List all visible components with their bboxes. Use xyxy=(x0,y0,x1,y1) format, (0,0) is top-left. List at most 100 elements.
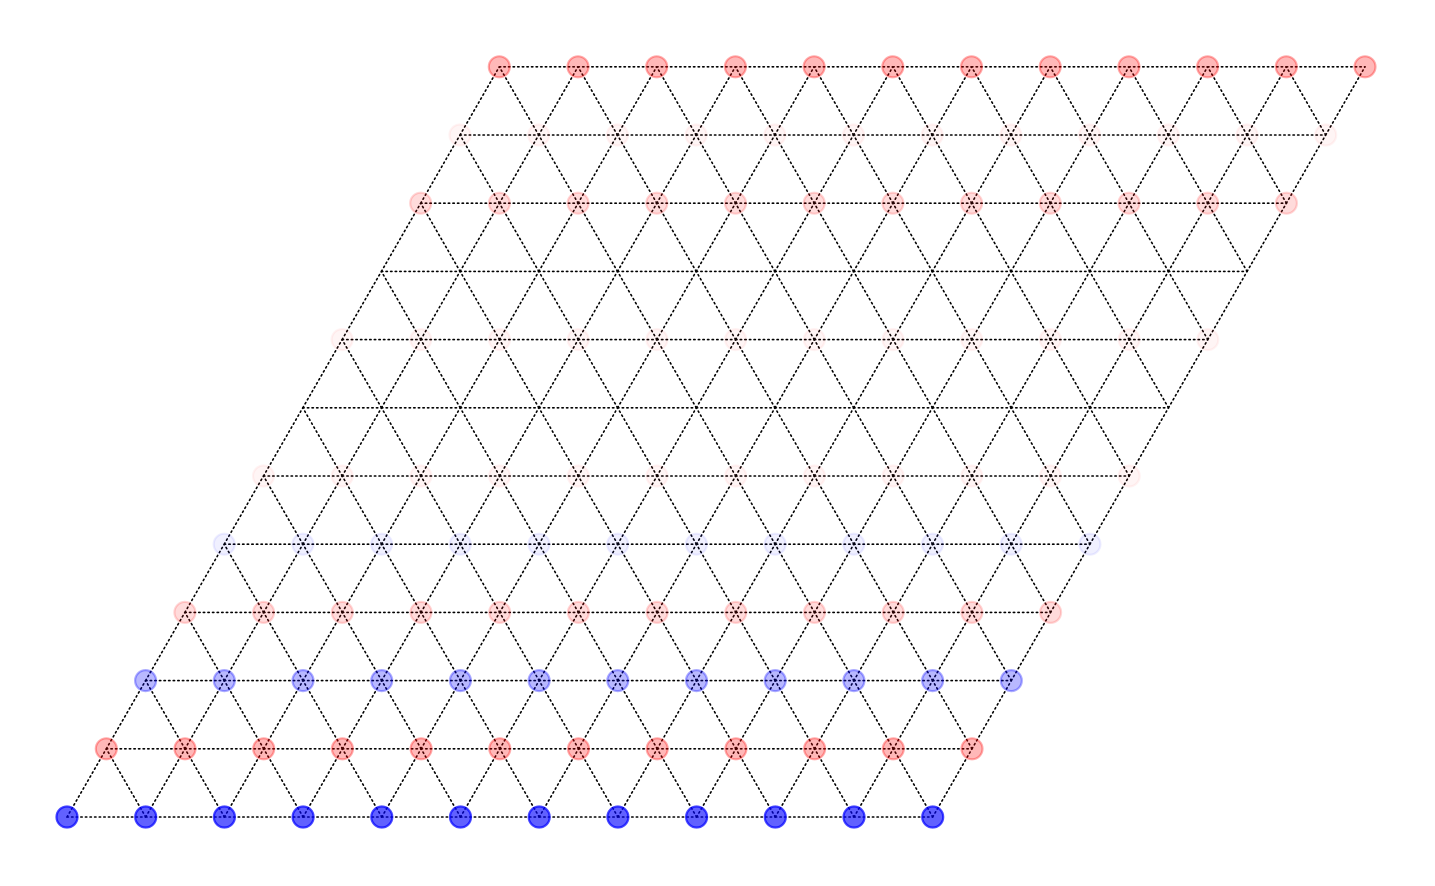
bond-diagonal xyxy=(852,202,894,273)
bond-diagonal xyxy=(1206,66,1248,136)
bond-diagonal xyxy=(1088,134,1130,204)
bond-diagonal xyxy=(420,747,462,818)
bond-diagonal xyxy=(970,66,1012,136)
lattice-site xyxy=(409,464,433,488)
bond-diagonal xyxy=(931,270,973,341)
lattice-site xyxy=(448,123,472,147)
bond-diagonal xyxy=(1167,202,1209,273)
bond-diagonal xyxy=(419,202,461,273)
bond-diagonal xyxy=(420,679,462,750)
bond-diagonal xyxy=(380,747,422,818)
lattice-site xyxy=(607,261,628,282)
bond-diagonal xyxy=(577,406,619,477)
bond-diagonal xyxy=(262,543,304,614)
lattice-site xyxy=(134,668,158,693)
bond-diagonal xyxy=(656,543,698,614)
bond-diagonal xyxy=(577,134,619,204)
bond-diagonal xyxy=(459,270,501,341)
bond-diagonal xyxy=(537,270,580,341)
bond-diagonal xyxy=(813,611,855,682)
bond-diagonal xyxy=(341,611,383,682)
lattice-site xyxy=(645,191,669,215)
bond-diagonal xyxy=(380,475,422,546)
lattice-site xyxy=(960,464,984,488)
bond-diagonal xyxy=(66,747,108,818)
lattice-site xyxy=(330,600,354,625)
lattice-site xyxy=(802,191,826,215)
lattice-site xyxy=(488,737,512,761)
bond-diagonal xyxy=(735,679,777,750)
lattice-site xyxy=(1274,191,1299,215)
bond-diagonal xyxy=(301,406,344,477)
bond-diagonal xyxy=(734,66,776,136)
lattice-site xyxy=(1117,191,1141,215)
lattice-site xyxy=(686,261,707,282)
lattice-site xyxy=(330,737,354,761)
bond-diagonal xyxy=(459,338,501,409)
bond-diagonal xyxy=(1010,202,1052,273)
bond-diagonal xyxy=(1246,202,1288,273)
bond-diagonal xyxy=(537,202,579,273)
lattice-site xyxy=(606,532,630,556)
lattice-site xyxy=(999,123,1023,147)
bond-diagonal xyxy=(656,406,698,477)
lattice-site xyxy=(881,55,905,79)
bond-diagonal xyxy=(341,747,383,818)
lattice-site xyxy=(607,397,628,418)
bond-diagonal xyxy=(892,543,934,614)
bond-diagonal xyxy=(380,543,422,614)
bond-diagonal xyxy=(498,611,540,682)
bond-diagonal xyxy=(1049,66,1091,136)
bond-diagonal xyxy=(852,543,895,614)
bond-diagonal xyxy=(1049,475,1091,546)
bond-diagonal xyxy=(616,611,658,682)
lattice-site xyxy=(842,805,866,829)
bond-diagonal xyxy=(144,611,186,682)
bond-diagonal xyxy=(892,406,934,477)
lattice-site xyxy=(723,328,748,352)
bond-diagonal xyxy=(852,406,894,477)
bond-diagonal xyxy=(695,406,737,477)
bond-diagonal xyxy=(695,747,737,818)
bond-diagonal xyxy=(302,475,344,546)
bond-diagonal xyxy=(931,543,973,614)
lattice-site xyxy=(1196,328,1220,352)
lattice-site xyxy=(606,805,630,829)
lattice-site xyxy=(527,668,551,693)
bond-diagonal xyxy=(459,66,501,136)
lattice-site xyxy=(723,55,748,79)
bond-diagonal xyxy=(144,679,186,750)
bond-diagonal xyxy=(1089,338,1130,409)
lattice-site xyxy=(1156,123,1180,147)
bond-diagonal xyxy=(971,543,1013,614)
bond-diagonal xyxy=(656,747,698,818)
bond-diagonal xyxy=(892,202,934,273)
lattice-site xyxy=(1274,55,1298,79)
bond-diagonal xyxy=(892,134,934,204)
bond-diagonal xyxy=(655,66,697,136)
bond-diagonal xyxy=(656,270,698,341)
bond-diagonal xyxy=(184,679,226,750)
lattice-site xyxy=(370,805,394,829)
lattice-site xyxy=(450,397,471,418)
lattice-site xyxy=(528,397,549,418)
bond-diagonal xyxy=(302,747,344,818)
bond-diagonal xyxy=(459,679,501,750)
bond-diagonal xyxy=(459,747,501,818)
bond-diagonal xyxy=(498,475,540,546)
lattice-site xyxy=(802,55,826,79)
bond-diagonal xyxy=(813,134,855,204)
lattice-site xyxy=(371,397,392,418)
lattice-site xyxy=(370,668,394,693)
lattice-site xyxy=(763,532,787,556)
bond-diagonal xyxy=(892,270,934,341)
lattice-site xyxy=(1235,123,1259,147)
bond-diagonal xyxy=(420,406,462,477)
bond-diagonal xyxy=(1128,66,1170,136)
bond-diagonal xyxy=(498,202,540,273)
bond-diagonal xyxy=(420,543,462,614)
bond-diagonal xyxy=(1167,338,1209,409)
bond-diagonal xyxy=(1049,543,1091,614)
lattice-site xyxy=(922,261,943,282)
lattice-site xyxy=(488,464,512,488)
